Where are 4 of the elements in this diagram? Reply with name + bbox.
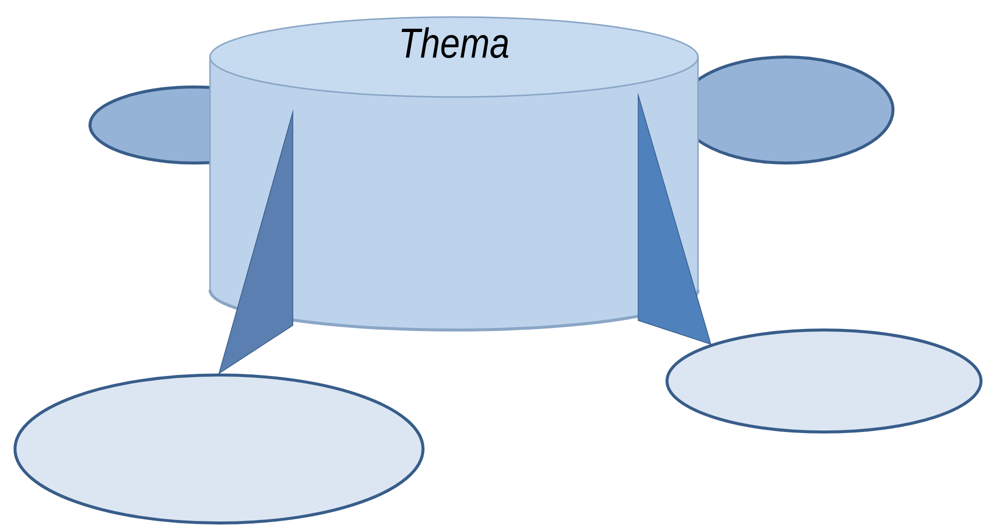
ellipse-shape [666,328,982,434]
node-label: Thema [402,27,508,58]
ellipse-shape [14,374,424,524]
callout-wedge [638,92,712,345]
